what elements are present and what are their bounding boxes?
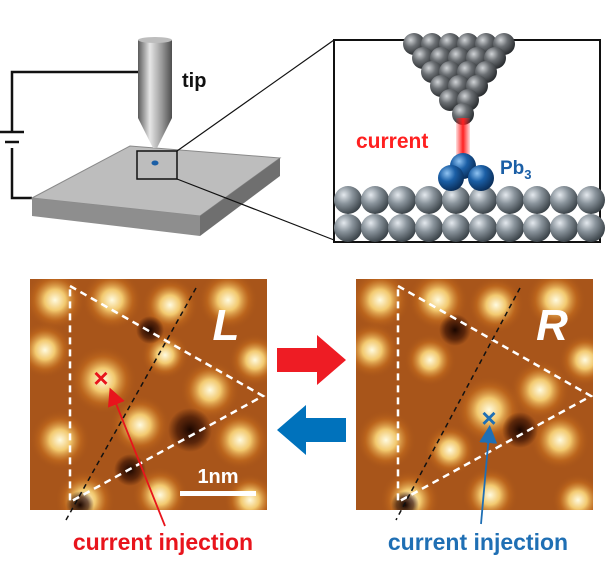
substrate-atom bbox=[496, 186, 524, 214]
stm-dark-spot bbox=[136, 316, 164, 344]
substrate-atom bbox=[334, 214, 362, 242]
right-injection-marker: × bbox=[481, 403, 496, 433]
substrate-atom bbox=[523, 186, 551, 214]
arrow-left-backward bbox=[277, 405, 346, 455]
substrate-atom bbox=[577, 214, 605, 242]
substrate-atom bbox=[361, 214, 389, 242]
circuit-wire bbox=[10, 70, 138, 200]
substrate-atom bbox=[442, 214, 470, 242]
stm-bright-spot bbox=[110, 395, 170, 455]
substrate-atom bbox=[415, 214, 443, 242]
stm-bright-spot bbox=[229, 334, 267, 386]
tip-atom bbox=[439, 89, 461, 111]
stm-bright-spot bbox=[180, 360, 240, 420]
tip-atom-cluster bbox=[403, 33, 515, 125]
arrow-right-forward bbox=[277, 335, 346, 385]
switch-arrows bbox=[277, 335, 346, 455]
substrate-atom bbox=[577, 186, 605, 214]
tip-shaft bbox=[138, 40, 172, 118]
substrate-atom bbox=[388, 186, 416, 214]
substrate-atom bbox=[550, 214, 578, 242]
pb-atom bbox=[468, 165, 494, 191]
tip-shaft-top bbox=[138, 37, 172, 43]
stm-image-right: R × current injection bbox=[356, 279, 593, 555]
substrate-atom bbox=[550, 186, 578, 214]
sample-side-face bbox=[200, 158, 280, 236]
stm-bright-spot bbox=[356, 279, 410, 330]
substrate-atom bbox=[442, 186, 470, 214]
substrate-atom bbox=[469, 186, 497, 214]
left-injection-marker: × bbox=[93, 363, 108, 393]
stm-bright-spot bbox=[462, 467, 518, 510]
tip-label: tip bbox=[182, 70, 206, 92]
substrate-atom bbox=[496, 214, 524, 242]
atomic-zoom-panel: current Pb3 bbox=[333, 33, 605, 243]
left-state-label: L bbox=[213, 301, 240, 350]
left-injection-label: current injection bbox=[73, 529, 253, 555]
substrate-atom bbox=[415, 186, 443, 214]
stm-bright-spot bbox=[424, 424, 476, 476]
substrate-atom bbox=[361, 186, 389, 214]
stm-dark-spot bbox=[391, 491, 419, 510]
substrate-atom bbox=[523, 214, 551, 242]
stm-dark-spot bbox=[168, 408, 212, 452]
sample-front-face bbox=[32, 198, 200, 236]
substrate-atom-lattice bbox=[334, 186, 605, 242]
substrate-atom bbox=[469, 214, 497, 242]
stm-bright-spot bbox=[30, 279, 85, 330]
stm-image-left: 1nm L × current injection bbox=[30, 279, 267, 555]
stm-bright-spot bbox=[198, 279, 258, 330]
pb-atom bbox=[438, 165, 464, 191]
tip-cone bbox=[138, 118, 172, 148]
adatom-dot bbox=[151, 160, 159, 166]
stm-bright-spot bbox=[526, 279, 586, 330]
scale-bar bbox=[180, 491, 256, 496]
scale-bar-label: 1nm bbox=[197, 466, 238, 488]
zoom-line-bottom bbox=[176, 178, 335, 241]
stm-bright-spot bbox=[404, 334, 456, 386]
stm-bright-spot bbox=[30, 322, 73, 378]
stm-schematic: tip bbox=[0, 37, 335, 241]
stm-bright-spot bbox=[356, 410, 416, 470]
left-triangle-outline bbox=[68, 283, 266, 505]
stm-dark-spot bbox=[66, 491, 94, 510]
zoom-line-top bbox=[176, 39, 335, 152]
left-injection-pointer bbox=[107, 387, 166, 527]
stm-bright-spot bbox=[559, 334, 593, 386]
current-beam bbox=[456, 118, 470, 162]
pb3-cluster bbox=[438, 153, 494, 191]
current-label: current bbox=[356, 130, 428, 153]
right-triangle-outline bbox=[396, 283, 593, 505]
substrate-atom bbox=[388, 214, 416, 242]
right-mirror-line bbox=[395, 287, 521, 521]
right-state-label: R bbox=[536, 301, 568, 350]
pb3-label: Pb3 bbox=[500, 158, 532, 182]
stm-bright-spot bbox=[210, 410, 267, 470]
stm-bright-spot bbox=[468, 279, 524, 333]
stm-bright-spot bbox=[530, 410, 590, 470]
right-injection-pointer bbox=[479, 425, 498, 525]
right-injection-label: current injection bbox=[388, 529, 568, 555]
stm-bright-spot bbox=[30, 410, 90, 470]
stm-bright-spot bbox=[356, 322, 400, 378]
stm-bright-spot bbox=[552, 474, 593, 510]
zoom-box bbox=[136, 150, 178, 180]
stm-right-topography bbox=[356, 279, 593, 510]
substrate-atom bbox=[334, 186, 362, 214]
